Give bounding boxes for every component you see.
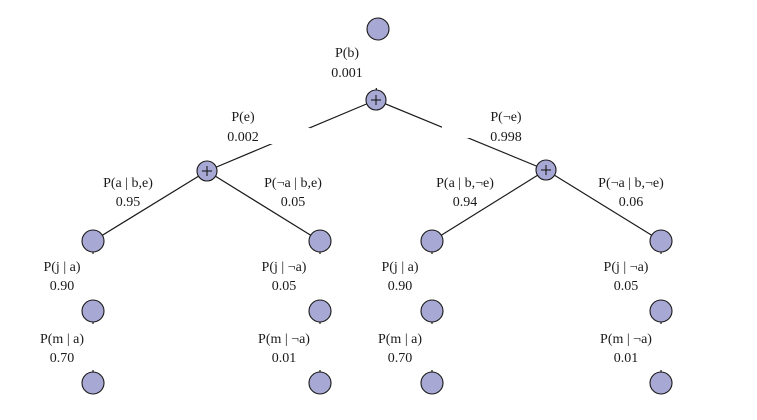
label-pm-a-2: P(m | a)	[378, 332, 422, 347]
value-pa-be: 0.95	[116, 195, 141, 210]
node-j-2	[308, 299, 332, 323]
value-pj-not-a-1: 0.05	[272, 279, 297, 294]
value-pj-a-1: 0.90	[50, 279, 75, 294]
value-p-not-e: 0.998	[490, 130, 522, 145]
edge-e-to-not-a	[206, 170, 321, 242]
value-pj-a-2: 0.90	[388, 279, 413, 294]
value-pe: 0.002	[227, 130, 259, 145]
label-p-not-e: P(¬e)	[490, 110, 522, 125]
plus-icon	[202, 166, 212, 176]
label-pj-not-a-1: P(j | ¬a)	[262, 260, 307, 275]
node-a-given-b-not-e	[420, 229, 444, 253]
value-pm-a-1: 0.70	[50, 351, 75, 366]
plus-icon	[541, 165, 551, 175]
edge-e-to-a	[92, 170, 208, 242]
edge-labels: P(b) 0.001 P(e) 0.002 P(¬e) 0.998 P(a | …	[40, 46, 664, 366]
edge-label-gaps	[87, 40, 667, 370]
node-not-a-given-b-not-e	[649, 229, 673, 253]
value-p-not-a-be: 0.05	[281, 195, 306, 210]
node-a-given-b-e	[81, 229, 105, 253]
label-pj-a-1: P(j | a)	[43, 260, 80, 275]
node-j-3	[420, 299, 444, 323]
value-p-not-a-b-not-e: 0.06	[619, 195, 644, 210]
edge-not-e-to-a	[431, 169, 547, 242]
label-pj-a-2: P(j | a)	[381, 260, 418, 275]
label-pa-b-not-e: P(a | b,¬e)	[436, 176, 494, 191]
node-not-a-given-b-e	[308, 229, 332, 253]
tree-nodes	[81, 17, 673, 395]
label-pa-be: P(a | b,e)	[103, 176, 153, 191]
label-pj-not-a-2: P(j | ¬a)	[604, 260, 649, 275]
node-j-1	[81, 299, 105, 323]
leaf-node-2	[308, 371, 332, 395]
label-pm-a-1: P(m | a)	[40, 332, 84, 347]
label-p-not-a-b-not-e: P(¬a | b,¬e)	[598, 176, 664, 191]
value-pb: 0.001	[331, 66, 363, 81]
leaf-node-3	[420, 371, 444, 395]
label-pm-not-a-2: P(m | ¬a)	[600, 332, 652, 347]
root-node	[366, 17, 390, 41]
edge-not-e-to-not-a	[545, 169, 662, 242]
leaf-node-4	[649, 371, 673, 395]
value-pm-not-a-1: 0.01	[272, 351, 297, 366]
value-pm-a-2: 0.70	[388, 351, 413, 366]
value-pa-b-not-e: 0.94	[453, 195, 478, 210]
plus-icon	[371, 95, 381, 105]
value-pj-not-a-2: 0.05	[614, 279, 639, 294]
label-pm-not-a-1: P(m | ¬a)	[258, 332, 310, 347]
leaf-node-1	[81, 371, 105, 395]
label-p-not-a-be: P(¬a | b,e)	[264, 176, 322, 191]
node-j-4	[649, 299, 673, 323]
value-pm-not-a-2: 0.01	[614, 351, 639, 366]
label-pe: P(e)	[231, 110, 255, 125]
label-pb: P(b)	[335, 46, 359, 61]
